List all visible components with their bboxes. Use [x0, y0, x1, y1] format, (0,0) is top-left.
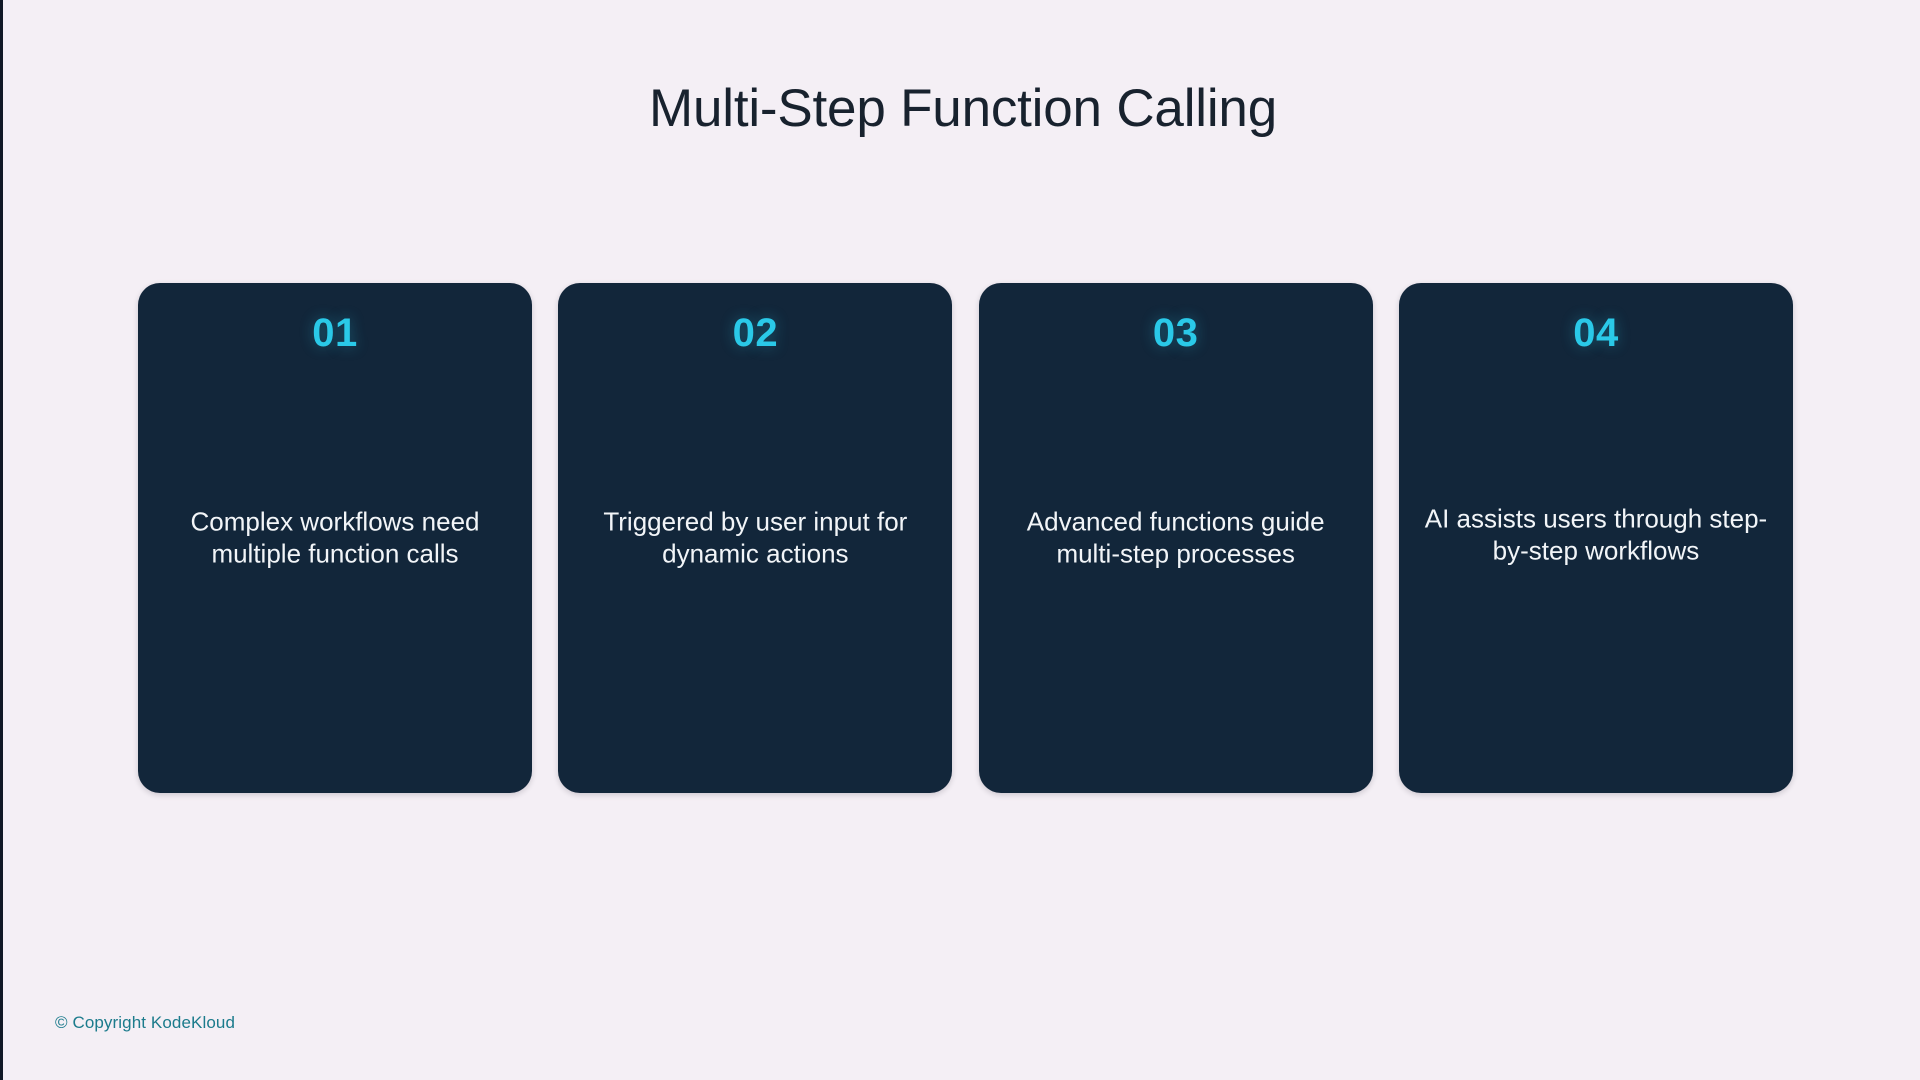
step-number-04: 04 [1573, 311, 1619, 355]
step-card-03[interactable]: 03 Advanced functions guide multi-step p… [978, 283, 1373, 793]
step-number-03: 03 [1152, 311, 1199, 355]
step-number-01: 01 [312, 311, 358, 355]
step-description-02: Triggered by user input for dynamic acti… [603, 506, 908, 568]
step-number-02: 02 [732, 311, 779, 355]
step-card-01[interactable]: 01 Complex workflows need multiple funct… [138, 283, 532, 793]
step-description-04: AI assists users through step-by-step wo… [1424, 503, 1768, 566]
step-card-04[interactable]: 04 AI assists users through step-by-step… [1398, 283, 1793, 793]
page-title: Multi-Step Function Calling [649, 79, 1277, 138]
step-card-02[interactable]: 02 Triggered by user input for dynamic a… [558, 283, 953, 793]
step-description-03: Advanced functions guide multi-step proc… [1026, 506, 1325, 568]
footer-copyright: © Copyright KodeKloud [55, 1013, 236, 1032]
step-card-row: 01 Complex workflows need multiple funct… [138, 283, 1793, 793]
step-description-01: Complex workflows need multiple function… [190, 506, 480, 568]
